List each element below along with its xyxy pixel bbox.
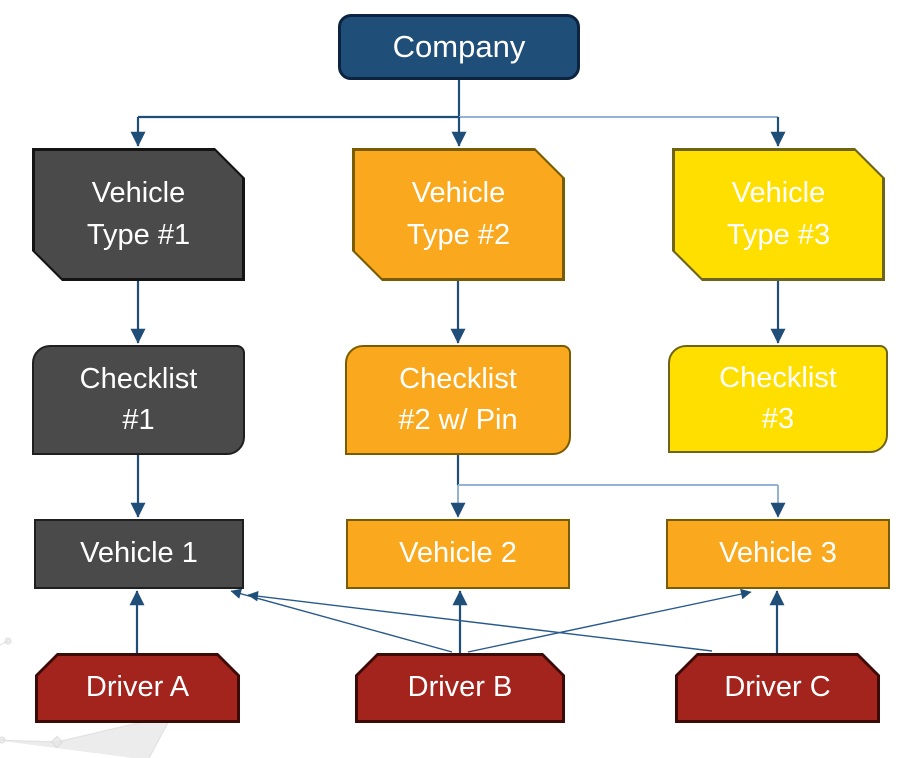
- node-label: Checklist #2 w/ Pin: [398, 362, 518, 436]
- node-fill: [38, 656, 237, 720]
- node-label: Vehicle Type #2: [406, 177, 511, 251]
- node-vehicle-type-3: Vehicle Type #3: [672, 148, 885, 281]
- node-company: Company: [338, 14, 580, 80]
- node-checklist-1: Checklist #1: [32, 345, 245, 455]
- node-checklist-2: Checklist #2 w/ Pin: [345, 345, 571, 455]
- node-checklist-3: Checklist #3: [668, 345, 888, 453]
- node-vehicle-2: Vehicle 2: [346, 519, 570, 589]
- node-label: Vehicle 1: [80, 537, 198, 570]
- node-fill: [35, 151, 242, 278]
- node-label: Vehicle 2: [399, 537, 517, 570]
- node-label: Driver C: [724, 671, 831, 704]
- node-fill: [355, 151, 562, 278]
- node-driver-c: Driver C: [675, 653, 880, 723]
- node-label: Vehicle 3: [719, 537, 837, 570]
- node-driver-b: Driver B: [355, 653, 565, 723]
- node-label: Driver A: [85, 671, 190, 704]
- edge-driver-c-vehicle-1: [247, 590, 713, 652]
- node-vehicle-type-2: Vehicle Type #2: [352, 148, 565, 281]
- edge-driver-b-vehicle-1: [230, 588, 453, 653]
- node-fill: [678, 656, 877, 720]
- node-label: Vehicle Type #3: [726, 177, 831, 251]
- edge-driver-b-vehicle-3: [467, 588, 752, 653]
- node-fill: [675, 151, 882, 278]
- node-vehicle-type-1: Vehicle Type #1: [32, 148, 245, 281]
- node-vehicle-1: Vehicle 1: [34, 519, 244, 589]
- node-vehicle-3: Vehicle 3: [666, 519, 890, 589]
- node-fill: [358, 656, 562, 720]
- node-label: Checklist #1: [79, 362, 198, 436]
- node-label: Driver B: [407, 671, 513, 704]
- node-driver-a: Driver A: [35, 653, 240, 723]
- node-label: Vehicle Type #1: [86, 177, 191, 251]
- node-label: Company: [392, 28, 526, 64]
- node-label: Checklist #3: [719, 361, 837, 435]
